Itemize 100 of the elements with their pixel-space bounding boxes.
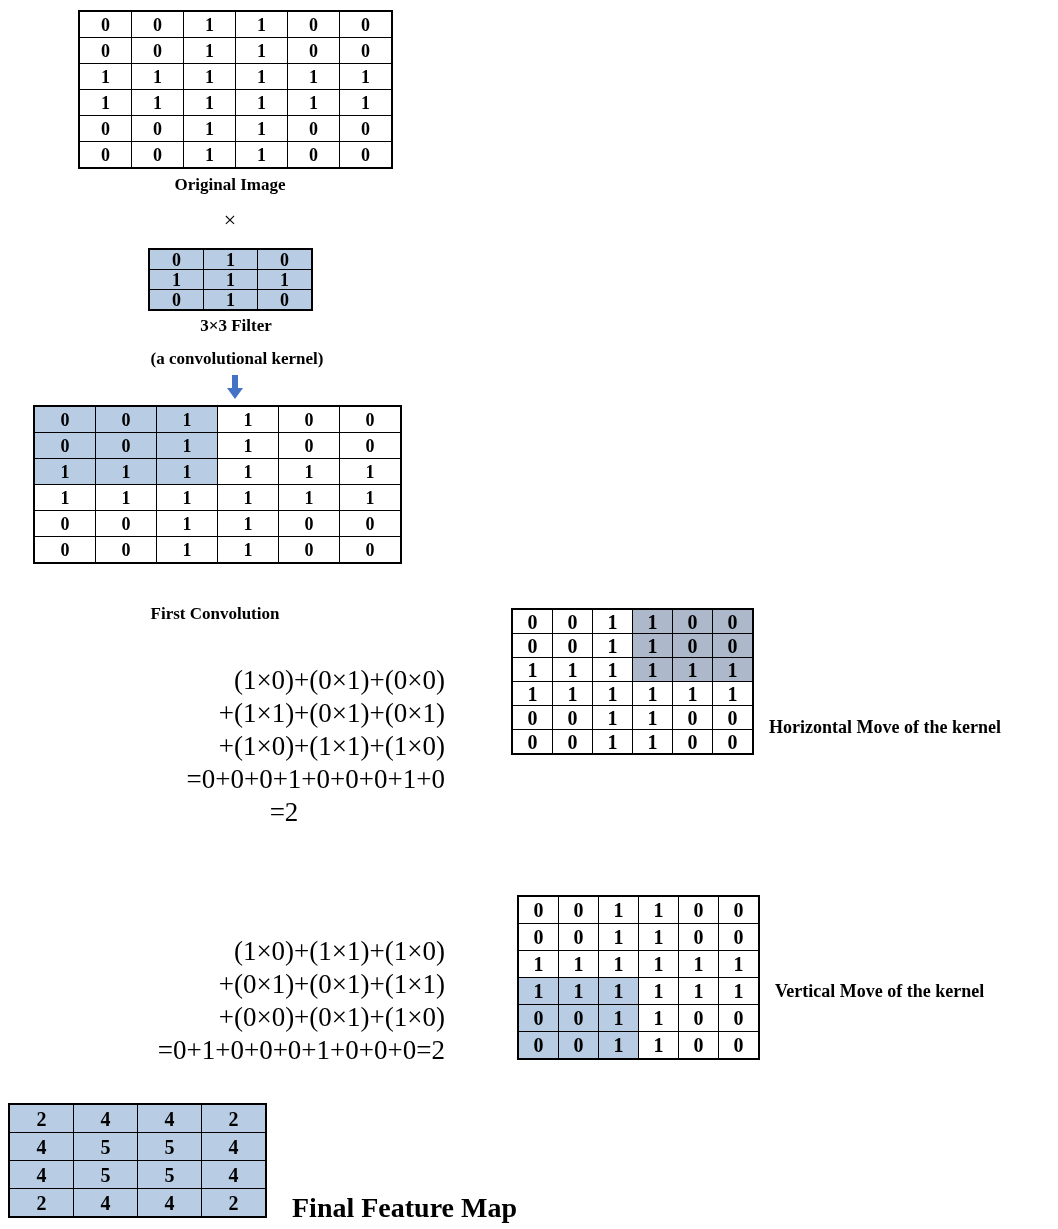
matrix-cell: 1: [287, 89, 340, 116]
table-caption: (a convolutional kernel): [150, 349, 324, 367]
matrix-cell: 1: [235, 11, 288, 38]
matrix-cell: 1: [638, 950, 679, 978]
equation-line: +(0×1)+(0×1)+(1×1): [218, 970, 445, 998]
matrix-cell: 1: [79, 63, 132, 90]
matrix-cell: 0: [518, 1031, 559, 1059]
matrix-cell: 2: [201, 1104, 266, 1133]
matrix-cell: 1: [552, 657, 593, 682]
matrix-cell: 0: [34, 432, 96, 459]
matrix-cell: 1: [183, 115, 236, 142]
matrix-cell: 0: [518, 923, 559, 951]
matrix-cell: 1: [183, 89, 236, 116]
matrix-cell: 0: [79, 37, 132, 64]
matrix-cell: 1: [156, 484, 218, 511]
matrix-cell: 0: [712, 609, 753, 634]
matrix-cell: 1: [512, 657, 553, 682]
matrix-cell: 1: [632, 681, 673, 706]
matrix-cell: 0: [552, 609, 593, 634]
matrix-cell: 2: [9, 1104, 74, 1133]
matrix-cell: 0: [512, 633, 553, 658]
table-caption: 3×3 Filter: [200, 316, 272, 334]
matrix-cell: 1: [638, 923, 679, 951]
matrix-cell: 0: [131, 37, 184, 64]
matrix-cell: 1: [156, 510, 218, 537]
matrix-cell: 0: [678, 923, 719, 951]
table-caption: Original Image: [174, 175, 286, 193]
equation-line: =2: [269, 798, 299, 826]
matrix-cell: 1: [518, 977, 559, 1005]
matrix-cell: 0: [287, 37, 340, 64]
equation-line: +(1×0)+(1×1)+(1×0): [218, 732, 445, 760]
matrix-cell: 1: [672, 681, 713, 706]
equation-line: +(1×1)+(0×1)+(0×1): [218, 699, 445, 727]
table-caption: Horizontal Move of the kernel: [769, 718, 1001, 736]
matrix-cell: 1: [598, 896, 639, 924]
matrix-cell: 0: [95, 510, 157, 537]
matrix-cell: 1: [235, 63, 288, 90]
matrix-cell: 1: [34, 484, 96, 511]
matrix-cell: 0: [287, 115, 340, 142]
matrix-cell: 2: [9, 1188, 74, 1217]
matrix-cell: 1: [235, 37, 288, 64]
matrix-cell: 1: [95, 484, 157, 511]
matrix-cell: 0: [149, 249, 204, 270]
matrix-cell: 0: [34, 510, 96, 537]
matrix-cell: 1: [131, 89, 184, 116]
matrix-cell: 0: [552, 633, 593, 658]
matrix-cell: 1: [678, 950, 719, 978]
matrix-cell: 0: [518, 1004, 559, 1032]
matrix-cell: 4: [73, 1104, 138, 1133]
equation-line: (1×0)+(1×1)+(1×0): [233, 937, 445, 965]
matrix-cell: 1: [217, 406, 279, 433]
matrix-cell: 4: [201, 1160, 266, 1189]
matrix-cell: 5: [137, 1160, 202, 1189]
equation-line: =0+1+0+0+0+1+0+0+0=2: [157, 1036, 445, 1064]
matrix-cell: 0: [512, 609, 553, 634]
matrix-cell: 1: [632, 705, 673, 730]
matrix-cell: 1: [598, 950, 639, 978]
matrix-cell: 1: [552, 681, 593, 706]
matrix-cell: 1: [278, 484, 340, 511]
matrix-cell: 1: [638, 977, 679, 1005]
matrix-cell: 5: [73, 1160, 138, 1189]
matrix-cell: 1: [592, 705, 633, 730]
matrix-cell: 0: [287, 11, 340, 38]
matrix-cell: 0: [257, 249, 312, 270]
matrix-cell: 1: [183, 63, 236, 90]
matrix-cell: 1: [592, 681, 633, 706]
matrix-cell: 1: [183, 37, 236, 64]
matrix-cell: 4: [201, 1132, 266, 1161]
matrix-cell: 1: [131, 63, 184, 90]
matrix-cell: 0: [672, 609, 713, 634]
matrix-cell: 0: [552, 705, 593, 730]
matrix-cell: 0: [278, 432, 340, 459]
matrix-cell: 0: [95, 406, 157, 433]
matrix-cell: 1: [638, 1004, 679, 1032]
matrix-cell: 0: [672, 705, 713, 730]
matrix-cell: 0: [518, 896, 559, 924]
matrix-cell: 1: [217, 432, 279, 459]
matrix-cell: 0: [558, 896, 599, 924]
matrix-cell: 0: [678, 1004, 719, 1032]
matrix-cell: 4: [73, 1188, 138, 1217]
matrix-cell: 1: [217, 484, 279, 511]
matrix-cell: 1: [149, 269, 204, 290]
matrix-cell: 1: [632, 609, 673, 634]
multiply-sign: ×: [223, 209, 237, 231]
matrix-cell: 0: [34, 406, 96, 433]
matrix-cell: 0: [131, 115, 184, 142]
matrix-cell: 1: [217, 510, 279, 537]
matrix-cell: 1: [512, 681, 553, 706]
matrix-cell: 1: [592, 633, 633, 658]
matrix-cell: 1: [638, 896, 679, 924]
matrix-cell: 4: [9, 1132, 74, 1161]
matrix-cell: 1: [598, 923, 639, 951]
matrix-cell: 4: [9, 1160, 74, 1189]
matrix-cell: 1: [79, 89, 132, 116]
matrix-cell: 1: [558, 950, 599, 978]
table-caption: First Convolution: [150, 604, 280, 622]
matrix-cell: 0: [131, 11, 184, 38]
equation-line: =0+0+0+1+0+0+0+1+0: [186, 765, 445, 793]
matrix-cell: 0: [79, 11, 132, 38]
matrix-cell: 1: [217, 458, 279, 485]
